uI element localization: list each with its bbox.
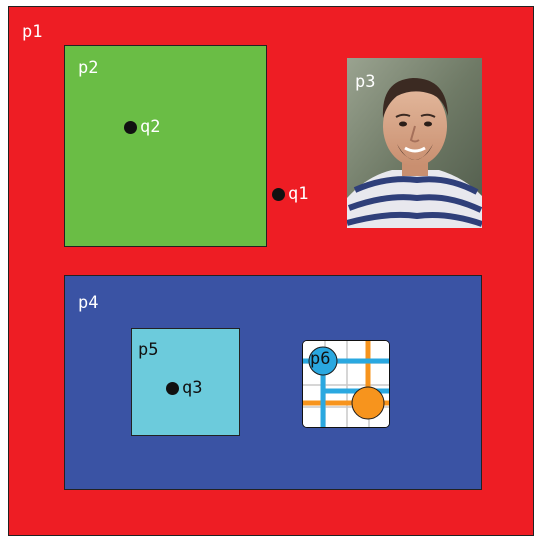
point-q1-label: q1 [288,184,309,204]
point-q2-marker [124,121,137,134]
grid-map-icon [303,341,389,427]
portrait-photo-icon [347,58,482,228]
point-q1-marker [272,188,285,201]
point-q1: q1 [272,186,308,203]
panel-p2-label: p2 [78,58,99,78]
panel-p5-label: p5 [138,340,159,360]
point-q2-label: q2 [140,117,161,137]
panel-p4 [64,275,482,490]
panel-p5 [131,328,240,436]
point-q3-label: q3 [182,378,203,398]
point-q3-marker [166,382,179,395]
panel-p4-label: p4 [78,293,99,313]
panel-p1-label: p1 [22,22,43,42]
panel-p6-label: p6 [310,349,331,369]
panel-p6-map-icon [302,340,390,428]
panel-p2 [64,45,267,247]
point-q3: q3 [166,380,202,397]
panel-p3-portrait [347,58,482,228]
panel-p3-label: p3 [355,72,376,92]
point-q2: q2 [124,119,160,136]
